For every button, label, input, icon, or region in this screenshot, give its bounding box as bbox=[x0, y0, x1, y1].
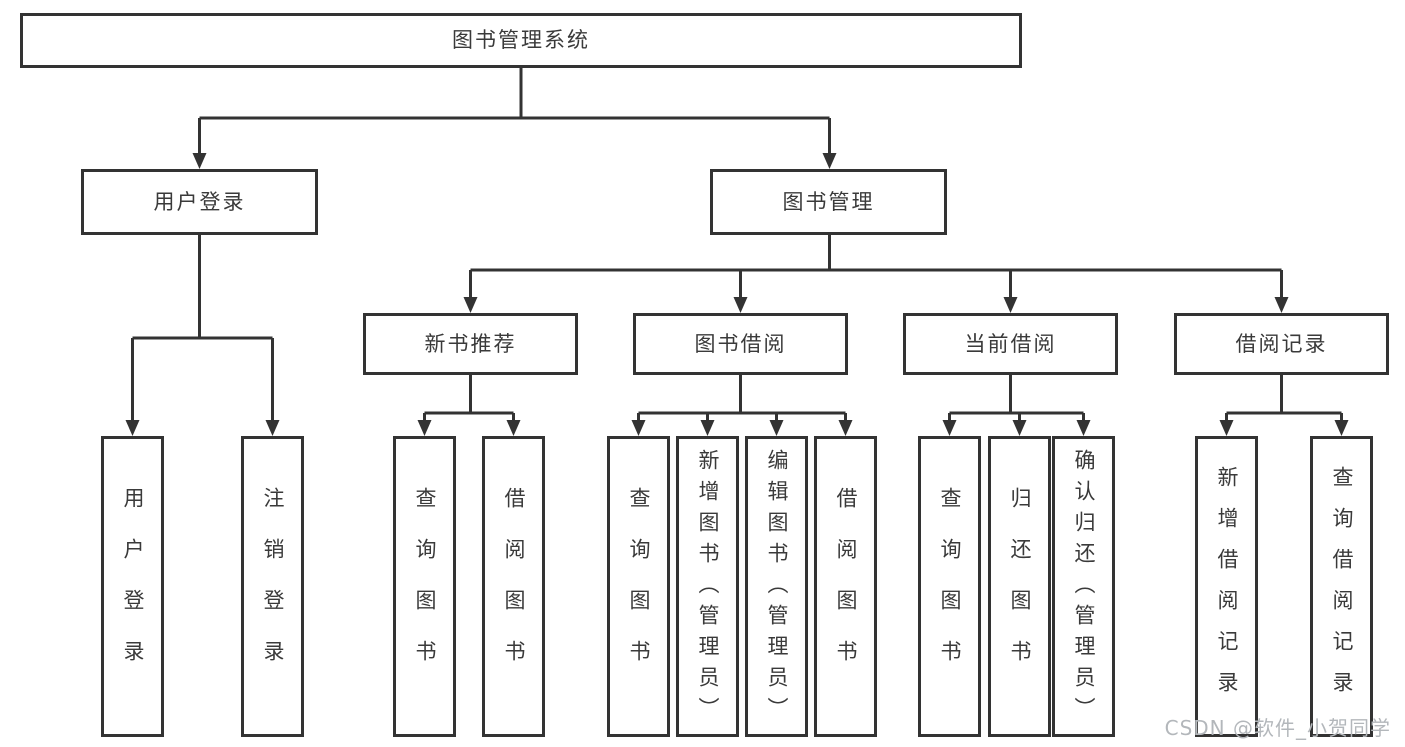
leaf-query-books-borrow: 查询图书 bbox=[607, 436, 670, 737]
leaf-borrow-books: 借阅图书 bbox=[814, 436, 877, 737]
leaf-borrow-books-recommend: 借阅图书 bbox=[482, 436, 545, 737]
leaf-add-books-admin: 新增图书（管理员） bbox=[676, 436, 739, 737]
leaf-return-books: 归还图书 bbox=[988, 436, 1051, 737]
watermark-text: CSDN @软件_小贺同学 bbox=[1164, 716, 1391, 740]
leaf-add-borrow-record: 新增借阅记录 bbox=[1195, 436, 1258, 737]
leaf-query-books-recommend: 查询图书 bbox=[393, 436, 456, 737]
leaf-query-borrow-record: 查询借阅记录 bbox=[1310, 436, 1373, 737]
leaf-user-login: 用户登录 bbox=[101, 436, 164, 737]
node-current-borrow: 当前借阅 bbox=[903, 313, 1118, 375]
node-new-book-recommend: 新书推荐 bbox=[363, 313, 578, 375]
connector-new-book-recommend bbox=[417, 375, 521, 436]
leaf-confirm-return-admin: 确认归还（管理员） bbox=[1052, 436, 1115, 737]
connector-borrow-records bbox=[1219, 375, 1349, 436]
node-library-system: 图书管理系统 bbox=[20, 13, 1022, 68]
connector-root bbox=[192, 68, 837, 169]
leaf-query-books-current: 查询图书 bbox=[918, 436, 981, 737]
connector-book-borrow bbox=[631, 375, 853, 436]
connector-user-login bbox=[125, 235, 280, 436]
leaf-logout: 注销登录 bbox=[241, 436, 304, 737]
connector-current-borrow bbox=[942, 375, 1091, 436]
node-user-login: 用户登录 bbox=[81, 169, 318, 235]
node-book-management: 图书管理 bbox=[710, 169, 947, 235]
leaf-edit-books-admin: 编辑图书（管理员） bbox=[745, 436, 808, 737]
node-borrow-records: 借阅记录 bbox=[1174, 313, 1389, 375]
node-book-borrow: 图书借阅 bbox=[633, 313, 848, 375]
connector-book-management bbox=[463, 235, 1289, 313]
